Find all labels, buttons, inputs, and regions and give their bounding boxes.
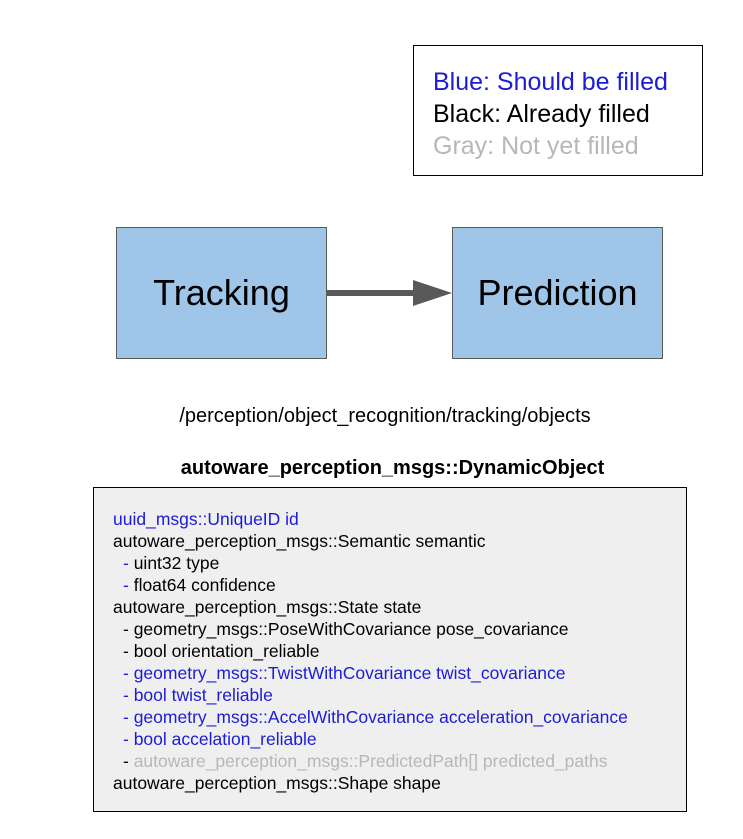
field-bullet: - <box>123 641 134 661</box>
field-text: float64 confidence <box>133 575 276 595</box>
field-row: autoware_perception_msgs::Shape shape <box>113 772 686 794</box>
topic-name: /perception/object_recognition/tracking/… <box>179 405 591 427</box>
field-text: autoware_perception_msgs::Semantic seman… <box>113 531 486 551</box>
field-text: autoware_perception_msgs::State state <box>113 597 422 617</box>
field-row: - geometry_msgs::TwistWithCovariance twi… <box>113 662 686 684</box>
field-bullet: - <box>123 553 134 573</box>
field-row: uuid_msgs::UniqueID id <box>113 508 686 530</box>
field-bullet: - <box>123 685 134 705</box>
field-text: bool orientation_reliable <box>133 641 320 661</box>
field-row: - bool accelation_reliable <box>113 728 686 750</box>
field-text: bool twist_reliable <box>133 685 273 705</box>
field-text: geometry_msgs::PoseWithCovariance pose_c… <box>133 619 569 639</box>
field-bullet: - <box>123 751 134 771</box>
field-row: - float64 confidence <box>113 574 686 596</box>
field-text: bool accelation_reliable <box>133 729 317 749</box>
field-bullet: - <box>123 619 134 639</box>
field-row: autoware_perception_msgs::Semantic seman… <box>113 530 686 552</box>
field-row: - bool orientation_reliable <box>113 640 686 662</box>
legend-blue: Blue: Should be filled <box>433 68 668 96</box>
legend-gray: Gray: Not yet filled <box>433 132 639 160</box>
prediction-node: Prediction <box>452 227 663 359</box>
field-bullet: - <box>123 729 134 749</box>
message-type-title: autoware_perception_msgs::DynamicObject <box>180 457 605 479</box>
field-bullet: - <box>123 663 134 683</box>
field-row: - autoware_perception_msgs::PredictedPat… <box>113 750 686 772</box>
field-row: - bool twist_reliable <box>113 684 686 706</box>
field-row: - geometry_msgs::PoseWithCovariance pose… <box>113 618 686 640</box>
legend-box: Blue: Should be filled Black: Already fi… <box>413 45 703 176</box>
field-row: - geometry_msgs::AccelWithCovariance acc… <box>113 706 686 728</box>
field-text: uuid_msgs::UniqueID id <box>113 509 299 529</box>
field-text: geometry_msgs::TwistWithCovariance twist… <box>133 663 566 683</box>
legend-black: Black: Already filled <box>433 100 650 128</box>
field-text: autoware_perception_msgs::Shape shape <box>113 773 441 793</box>
tracking-node-label: Tracking <box>153 272 290 313</box>
tracking-node: Tracking <box>116 227 327 359</box>
field-row: autoware_perception_msgs::State state <box>113 596 686 618</box>
arrow-icon <box>327 280 452 306</box>
field-row: - uint32 type <box>113 552 686 574</box>
field-text: uint32 type <box>133 553 220 573</box>
field-text: geometry_msgs::AccelWithCovariance accel… <box>133 707 628 727</box>
prediction-node-label: Prediction <box>477 272 638 313</box>
field-bullet: - <box>123 707 134 727</box>
field-bullet: - <box>123 575 134 595</box>
field-text: autoware_perception_msgs::PredictedPath[… <box>133 751 608 771</box>
